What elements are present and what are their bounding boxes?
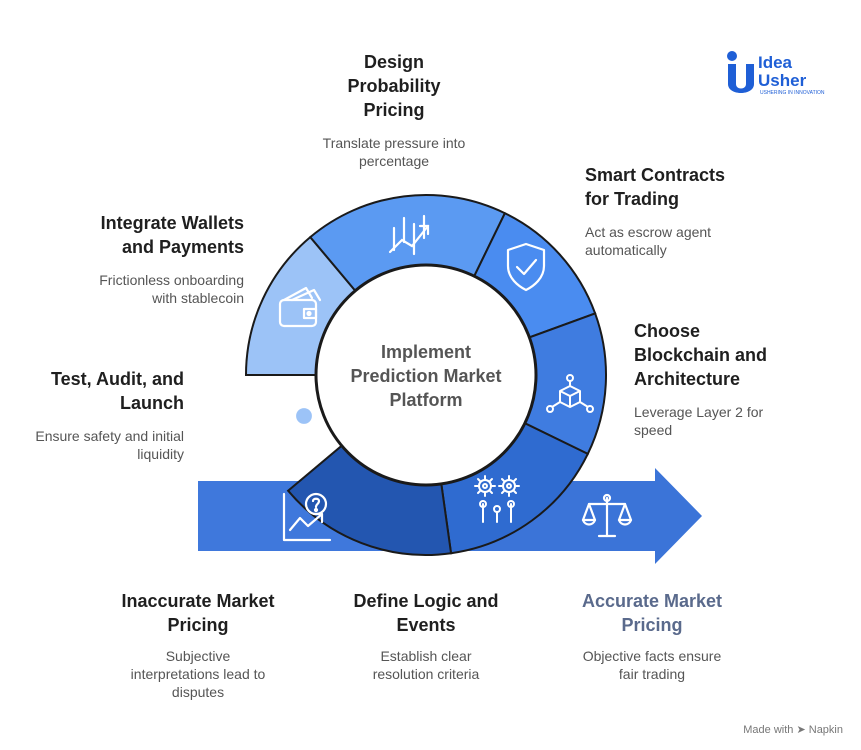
- step-test-desc2: liquidity: [137, 446, 184, 462]
- trend-chart-icon: [388, 214, 430, 256]
- wallet-icon: [278, 286, 322, 328]
- step-design-desc1: Translate pressure into: [322, 135, 466, 151]
- step-design-title2: Probability: [347, 76, 441, 96]
- step-design-title3: Pricing: [363, 100, 425, 120]
- step-inaccurate: Inaccurate Market Pricing Subjective int…: [98, 589, 298, 701]
- center-line3: Platform: [389, 390, 463, 410]
- blockchain-network-icon: [546, 374, 594, 413]
- step-inaccurate-desc1: Subjective: [165, 648, 231, 664]
- step-accurate-title1: Accurate Market: [581, 591, 723, 611]
- code-search-icon: [270, 404, 320, 448]
- step-smart-title1: Smart Contracts: [585, 165, 726, 185]
- step-choose-title1: Choose: [634, 321, 701, 341]
- step-smart-desc1: Act as escrow agent: [585, 224, 712, 240]
- step-choose-desc2: speed: [634, 422, 673, 438]
- step-inaccurate-title1: Inaccurate Market: [121, 591, 275, 611]
- step-test: Test, Audit, and Launch Ensure safety an…: [4, 367, 184, 463]
- footer-brand: Napkin: [808, 724, 843, 736]
- step-smart-desc2: automatically: [585, 242, 667, 258]
- made-with-napkin: Made with ➤ Napkin: [743, 723, 843, 736]
- question-chart-icon: [282, 492, 332, 542]
- step-wallets-desc2: with stablecoin: [152, 290, 244, 306]
- step-inaccurate-title2: Pricing: [167, 615, 229, 635]
- logo-line1: Idea: [758, 53, 793, 72]
- step-wallets-title2: and Payments: [121, 237, 244, 257]
- step-wallets-title1: Integrate Wallets: [100, 213, 244, 233]
- step-inaccurate-desc3: disputes: [171, 684, 225, 700]
- shield-check-icon: [506, 242, 546, 292]
- step-define-title2: Events: [396, 615, 456, 635]
- center-circle: [314, 263, 538, 487]
- step-smart: Smart Contracts for Trading Act as escro…: [585, 163, 785, 259]
- step-wallets: Integrate Wallets and Payments Frictionl…: [44, 211, 244, 307]
- step-define-title1: Define Logic and: [353, 591, 499, 611]
- center-line1: Implement: [380, 342, 472, 362]
- center-line2: Prediction Market: [350, 366, 502, 386]
- scales-icon: [581, 493, 633, 538]
- step-design: Design Probability Pricing Translate pre…: [294, 50, 494, 170]
- step-define-desc1: Establish clear: [380, 648, 472, 664]
- step-choose-title3: Architecture: [634, 369, 741, 389]
- step-smart-title2: for Trading: [585, 189, 679, 209]
- step-test-title2: Launch: [119, 393, 184, 413]
- step-accurate: Accurate Market Pricing Objective facts …: [552, 589, 752, 683]
- step-choose-title2: Blockchain and: [634, 345, 768, 365]
- step-test-desc1: Ensure safety and initial: [35, 428, 184, 444]
- center-title: Implement Prediction Market Platform: [326, 340, 526, 412]
- logo-line2: Usher: [758, 71, 807, 90]
- footer-made-with: Made with: [743, 724, 794, 736]
- idea-usher-logo: Idea Usher USHERING IN INNOVATION: [727, 51, 825, 96]
- step-define: Define Logic and Events Establish clear …: [326, 589, 526, 683]
- step-design-desc2: percentage: [358, 153, 430, 169]
- step-accurate-desc2: fair trading: [618, 666, 686, 682]
- step-define-desc2: resolution criteria: [372, 666, 480, 682]
- logo-tagline: USHERING IN INNOVATION: [760, 90, 825, 96]
- step-accurate-desc1: Objective facts ensure: [582, 648, 722, 664]
- gears-icon: [474, 475, 520, 523]
- step-choose-desc1: Leverage Layer 2 for: [634, 404, 764, 420]
- step-wallets-desc1: Frictionless onboarding: [99, 272, 244, 288]
- step-accurate-title2: Pricing: [621, 615, 683, 635]
- step-test-title1: Test, Audit, and: [51, 369, 184, 389]
- step-choose: Choose Blockchain and Architecture Lever…: [634, 319, 834, 439]
- napkin-logo-icon: ➤: [796, 724, 806, 736]
- step-design-title1: Design: [363, 52, 424, 72]
- step-inaccurate-desc2: interpretations lead to: [130, 666, 266, 682]
